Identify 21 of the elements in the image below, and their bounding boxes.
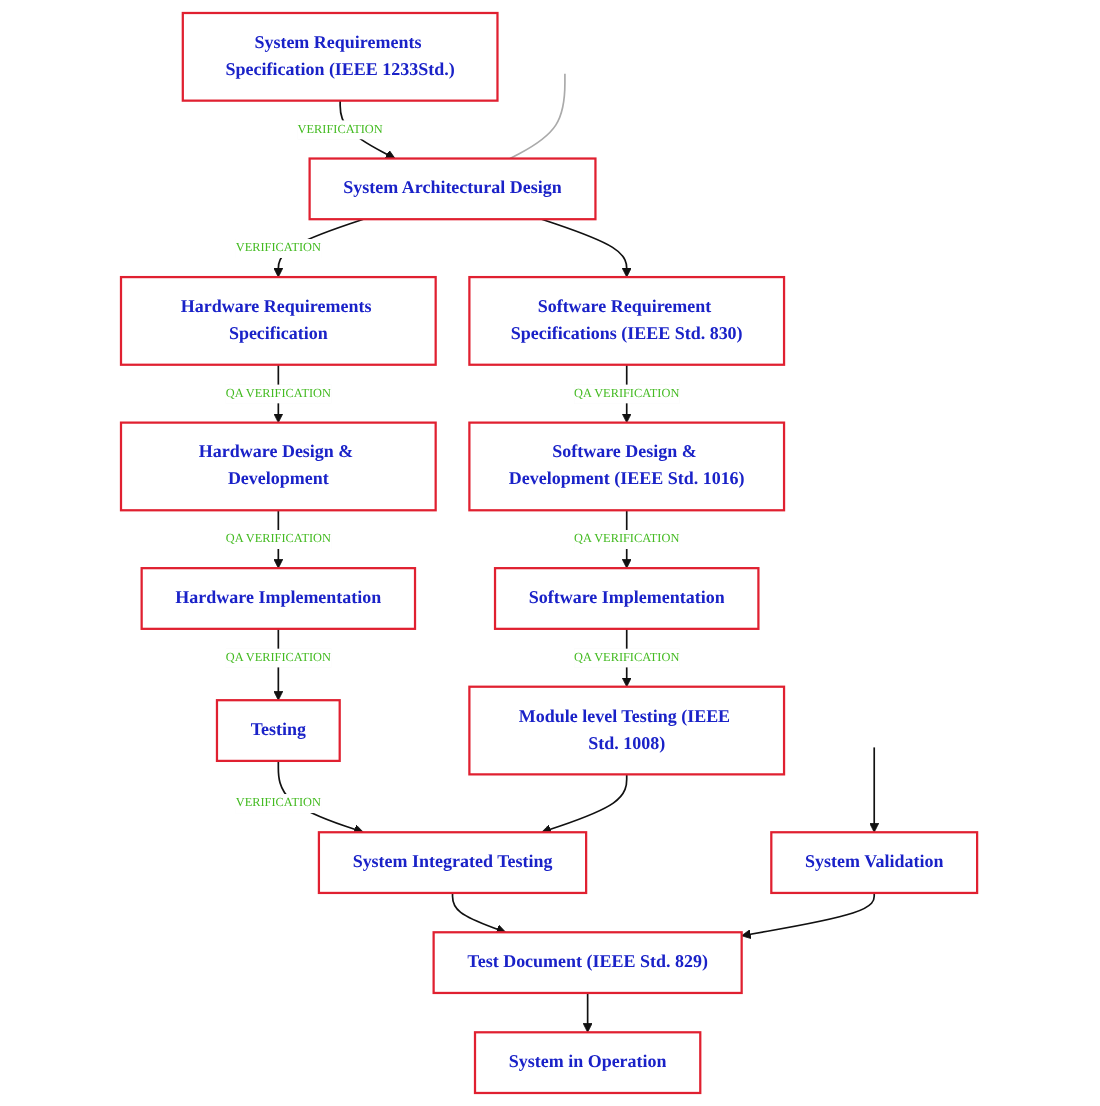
arrow	[870, 746, 881, 833]
connector	[510, 72, 567, 160]
node-box: Software Design & Development (IEEE Std. 1016)	[469, 421, 787, 512]
node-box: Software Implementation	[494, 567, 761, 630]
node-box: Software Requirement Specifications (IEEE Std. 830)	[469, 275, 787, 366]
arrow	[583, 992, 594, 1033]
arrow	[542, 773, 629, 835]
node-box: System Requirements Specification (IEEE 1233Std.)	[182, 11, 500, 102]
node-box: System in Operation	[474, 1031, 703, 1095]
node-box: Hardware Implementation	[141, 567, 418, 630]
arrow	[541, 218, 633, 278]
arrow	[452, 892, 508, 934]
node-box: Test Document (IEEE Std. 829)	[433, 931, 744, 995]
node-box: Hardware Design & Development	[120, 421, 438, 512]
node-box: Hardware Requirements Specification	[120, 275, 438, 366]
node-box: System Architectural Design	[309, 157, 598, 221]
node-box: System Validation	[771, 831, 980, 895]
node-box: Testing	[216, 699, 342, 762]
arrow	[742, 892, 876, 940]
node-box: System Integrated Testing	[318, 831, 589, 895]
node-box: Module level Testing (IEEE Std. 1008)	[469, 685, 787, 776]
